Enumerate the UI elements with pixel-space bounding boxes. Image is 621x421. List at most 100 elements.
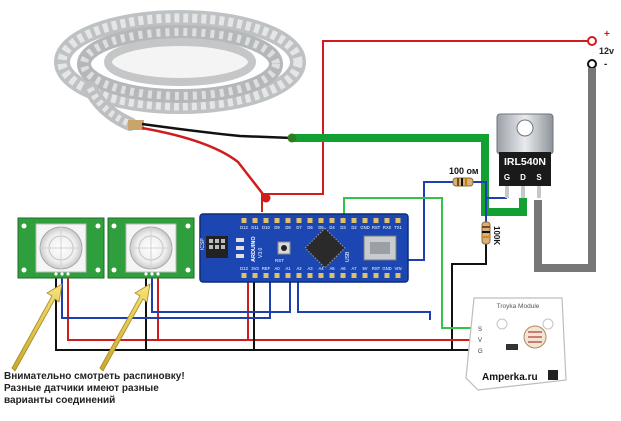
warning-line-2: Разные датчики имеют разные — [4, 383, 159, 394]
mosfet-body — [499, 152, 551, 186]
light-module-title: Troyka Module — [497, 303, 540, 310]
plus-terminal — [587, 36, 597, 46]
arduino-pin-label: RST — [372, 266, 381, 271]
arduino-pin-label: 3V3 — [251, 266, 259, 271]
plus-label: + — [604, 29, 610, 40]
arduino-pin-pad — [274, 218, 280, 223]
wire-pulldown-bottom — [451, 244, 487, 350]
led-strip-reel — [54, 10, 306, 131]
strip-connector — [128, 120, 144, 130]
light-pin-g: G — [478, 349, 483, 355]
arduino-pin-label: D7 — [296, 225, 302, 230]
light-pin-v: V — [478, 338, 482, 344]
arduino-pin-label: D6 — [307, 225, 313, 230]
arduino-pin-pad — [318, 273, 324, 278]
arduino-pin-pad — [395, 273, 401, 278]
voltage-label: 12v — [599, 46, 614, 56]
arduino-pin-label: VIN — [395, 266, 402, 271]
warning-arrow-1 — [11, 283, 63, 372]
arduino-pin-label: A6 — [340, 266, 346, 271]
wire-ground-gray — [534, 68, 596, 272]
wire-gnd-bus-1 — [55, 278, 473, 351]
usb-label: USB — [345, 251, 351, 262]
arduino-pin-pad — [241, 218, 247, 223]
arduino-pin-label: A2 — [296, 266, 302, 271]
warning-line-3: варианты соединений — [4, 395, 116, 406]
strip-wire-red — [141, 126, 267, 199]
arduino-pin-label: D10 — [262, 225, 270, 230]
arduino-pin-pad — [340, 273, 346, 278]
minus-label: - — [604, 59, 607, 70]
mosfet-pin-d: D — [520, 173, 526, 182]
arduino-pin-pad — [329, 273, 335, 278]
arduino-pin-label: D5 — [318, 225, 324, 230]
wire-gate-blue-2 — [472, 181, 507, 199]
arduino-pin-label: D2 — [351, 225, 357, 230]
wire-sensor-bus-blue — [297, 280, 431, 320]
arduino-pin-label: A7 — [351, 266, 357, 271]
arduino-name-label: ARDUINO — [251, 236, 257, 262]
arduino-pin-pad — [318, 218, 324, 223]
arduino-pin-label: D13 — [240, 266, 248, 271]
arduino-pin-label: REF — [262, 266, 271, 271]
arduino-pin-label: RX0 — [383, 225, 392, 230]
gate-resistor-label: 100 ом — [449, 166, 479, 176]
arduino-pin-label: RST — [372, 225, 381, 230]
arduino-pin-label: A5 — [329, 266, 335, 271]
junction-vin — [261, 193, 271, 203]
arduino-pin-label: A3 — [307, 266, 313, 271]
wire-sensor2-signal — [151, 278, 291, 313]
pulldown-resistor — [481, 221, 491, 245]
arduino-pin-pad — [263, 273, 269, 278]
pir-sensor-2 — [107, 217, 195, 279]
arduino-pin-pad — [384, 218, 390, 223]
light-module-brand: Amperka.ru — [482, 372, 538, 383]
amperka-logo — [548, 370, 558, 380]
arduino-pin-pad — [307, 273, 313, 278]
mosfet-leg-d — [521, 186, 525, 198]
strip-wire-black — [141, 122, 293, 140]
light-sensor-module: Troyka Module S V G Amperka.ru — [465, 297, 567, 391]
gate-resistor — [452, 177, 474, 187]
arduino-pin-pad — [373, 218, 379, 223]
arduino-version-label: V3.0 — [258, 247, 264, 258]
arduino-pin-pad — [274, 273, 280, 278]
mosfet-leg-s — [537, 186, 541, 198]
pulldown-resistor-label: 100K — [492, 226, 501, 245]
arduino-pin-label: 5V — [362, 266, 367, 271]
arduino-pin-pad — [351, 218, 357, 223]
warning-arrow-2 — [99, 283, 151, 372]
arduino-pin-label: D8 — [285, 225, 291, 230]
warning-line-1: Внимательно смотреть распиновку! — [4, 371, 185, 382]
icsp-label: ICSP — [200, 238, 206, 250]
arduino-pin-pad — [252, 273, 258, 278]
arduino-pin-pad — [296, 273, 302, 278]
reset-label: RST — [275, 258, 284, 263]
junction-drain — [287, 133, 297, 143]
mcu-chip — [304, 227, 346, 269]
arduino-pin-pad — [252, 218, 258, 223]
mosfet-pin-s: S — [536, 173, 542, 182]
wire-sensor1-signal — [61, 278, 271, 319]
mosfet-irl540n: IRL540N G D S — [496, 113, 554, 198]
pir-sensor-1 — [17, 217, 105, 279]
arduino-pin-label: GND — [360, 225, 369, 230]
arduino-pin-pad — [329, 218, 335, 223]
arduino-pin-label: TX1 — [394, 225, 402, 230]
mosfet-mount-hole — [516, 119, 534, 137]
arduino-pin-pad — [395, 218, 401, 223]
light-pin-s: S — [478, 327, 482, 333]
arduino-pin-label: A4 — [318, 266, 324, 271]
arduino-pin-pad — [241, 273, 247, 278]
arduino-pin-pad — [384, 273, 390, 278]
mosfet-pin-g: G — [504, 173, 510, 182]
arduino-pin-pad — [340, 218, 346, 223]
arduino-pin-pad — [362, 218, 368, 223]
arduino-pin-pad — [373, 273, 379, 278]
mosfet-leg-g — [505, 186, 509, 198]
arduino-pin-label: GND — [382, 266, 391, 271]
wire-gate-blue — [404, 181, 453, 261]
